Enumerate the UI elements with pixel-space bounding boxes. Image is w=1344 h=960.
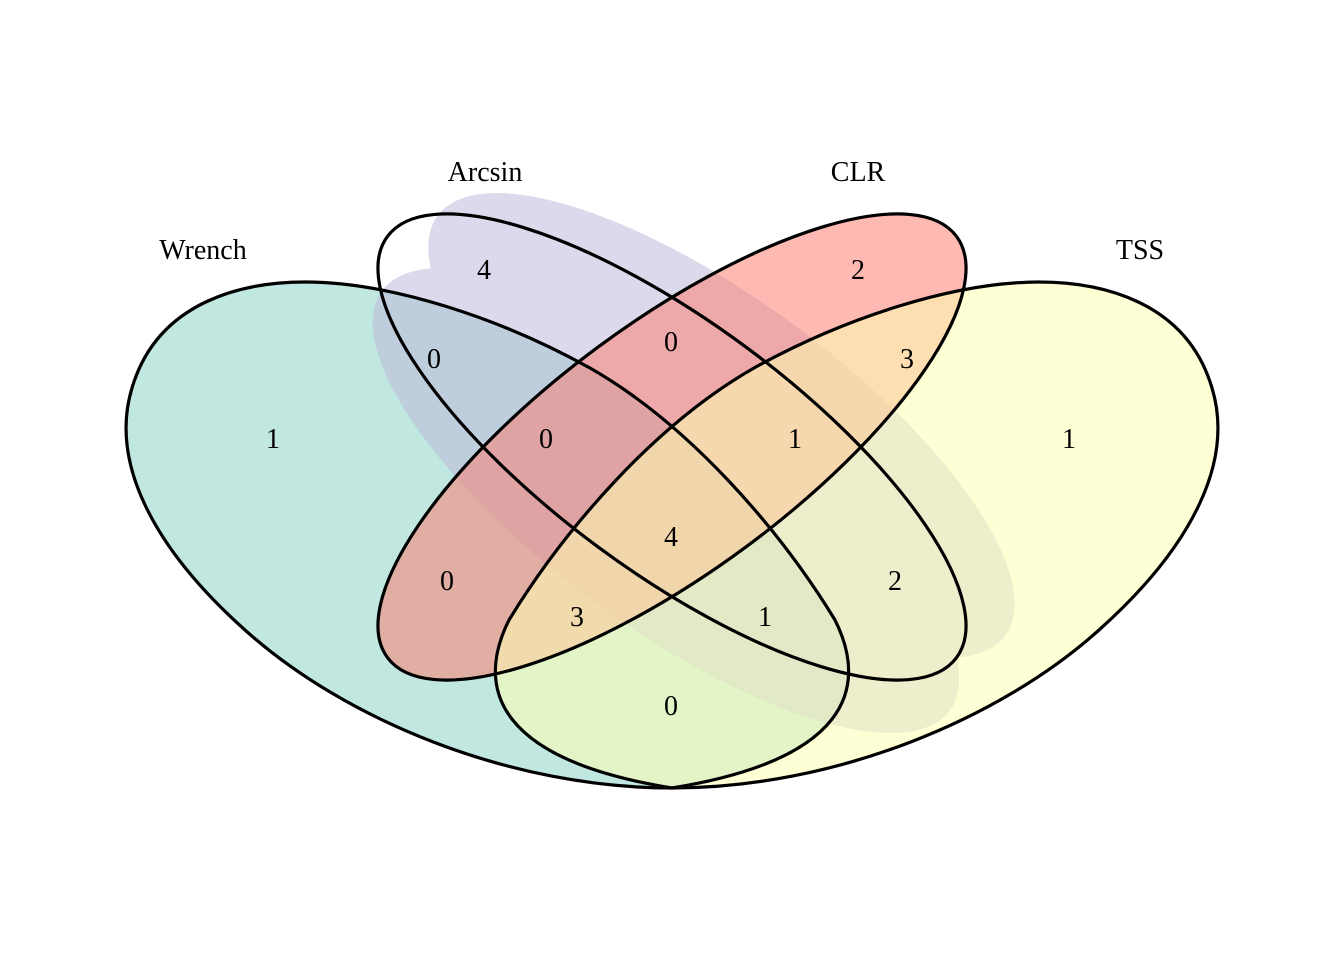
region-counts: 1 4 2 1 0 0 3 0 1 0 4 2 3 1 0: [266, 255, 1076, 722]
tss-ellipse-outline: [493, 280, 1220, 790]
arcsin-ellipse-outline: [376, 212, 968, 682]
clr-ellipse-outline: [376, 212, 968, 682]
count-clr-tss: 3: [900, 344, 914, 375]
count-wrench-clr: 0: [440, 566, 454, 597]
set-label-arcsin: Arcsin: [448, 157, 523, 188]
count-arcsin-only: 4: [477, 255, 491, 286]
set-label-clr: CLR: [831, 157, 886, 188]
count-wrench-tss: 0: [664, 691, 678, 722]
count-arcsin-clr: 0: [664, 327, 678, 358]
count-all-four: 4: [664, 522, 678, 553]
count-wrench-arcsin: 0: [427, 344, 441, 375]
set-outlines: [124, 212, 1220, 790]
set-fills: [126, 193, 1218, 788]
count-arcsin-clr-tss: 1: [788, 424, 802, 455]
set-label-wrench: Wrench: [159, 235, 247, 266]
count-wrench-arcsin-tss: 1: [758, 602, 772, 633]
wrench-ellipse-outline: [124, 280, 851, 790]
count-tss-only: 1: [1062, 424, 1076, 455]
count-wrench-only: 1: [266, 424, 280, 455]
count-wrench-clr-tss: 3: [570, 602, 584, 633]
set-label-tss: TSS: [1116, 235, 1164, 266]
tss-ellipse-fill: [495, 282, 1218, 788]
count-clr-only: 2: [851, 255, 865, 286]
count-wrench-arcsin-clr: 0: [539, 424, 553, 455]
count-arcsin-tss: 2: [888, 566, 902, 597]
set-labels: Wrench Arcsin CLR TSS: [159, 157, 1164, 266]
